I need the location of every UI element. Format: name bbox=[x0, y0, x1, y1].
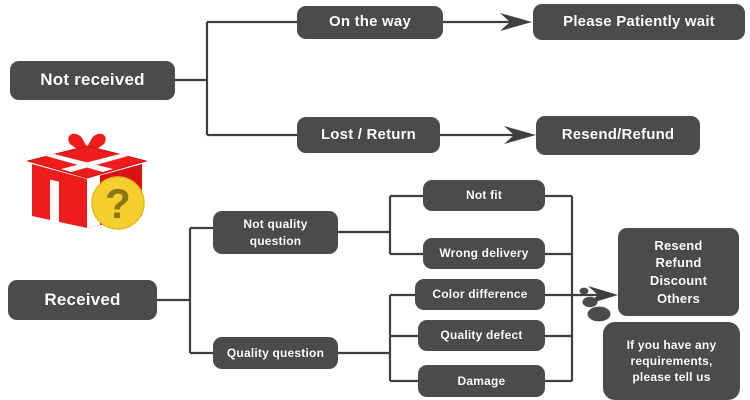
outcome-item: Others bbox=[656, 290, 701, 306]
node-damage[interactable]: Damage bbox=[418, 365, 545, 397]
gift-box-question-icon: ? bbox=[26, 133, 148, 230]
node-on-the-way[interactable]: On the way bbox=[297, 6, 443, 39]
node-label: Color difference bbox=[432, 287, 528, 302]
bubble-line: requirements, bbox=[630, 353, 713, 368]
node-label: Wrong delivery bbox=[439, 246, 529, 261]
node-label: Damage bbox=[457, 373, 506, 388]
outcome-item: Refund bbox=[655, 255, 702, 271]
node-wrong-delivery[interactable]: Wrong delivery bbox=[423, 238, 545, 269]
node-lost-return[interactable]: Lost / Return bbox=[297, 117, 440, 153]
node-received[interactable]: Received bbox=[8, 280, 157, 320]
node-label: Quality question bbox=[226, 345, 325, 360]
node-please-patiently-wait[interactable]: Please Patiently wait bbox=[533, 4, 745, 40]
svg-text:?: ? bbox=[105, 180, 131, 227]
node-label: Not received bbox=[40, 70, 145, 90]
node-quality-question[interactable]: Quality question bbox=[213, 337, 338, 369]
bubble-line: If you have any bbox=[626, 337, 717, 352]
outcome-item: Resend bbox=[654, 237, 703, 253]
arrow-on-the-way-to-wait bbox=[443, 13, 532, 31]
arrow-into-outcomes bbox=[588, 286, 618, 304]
speech-bubble-tail bbox=[579, 287, 611, 322]
node-label: Quality defect bbox=[440, 328, 523, 343]
question-badge: ? bbox=[91, 176, 145, 230]
node-not-fit[interactable]: Not fit bbox=[423, 180, 545, 211]
node-not-quality-question[interactable]: Not quality question bbox=[213, 211, 338, 254]
node-not-received[interactable]: Not received bbox=[10, 61, 175, 100]
arrow-lost-return-to-resend bbox=[440, 126, 536, 144]
node-label: On the way bbox=[328, 13, 412, 31]
node-label-line1: Not quality bbox=[243, 217, 308, 232]
node-label: Lost / Return bbox=[320, 125, 417, 143]
node-quality-defect[interactable]: Quality defect bbox=[418, 320, 545, 351]
bubble-line: please tell us bbox=[632, 370, 711, 385]
node-resend-refund[interactable]: Resend/Refund bbox=[536, 116, 700, 155]
node-outcomes[interactable]: Resend Refund Discount Others bbox=[618, 228, 739, 316]
node-requirements-bubble[interactable]: If you have any requirements, please tel… bbox=[603, 322, 740, 400]
node-color-difference[interactable]: Color difference bbox=[415, 279, 545, 310]
node-label: Please Patiently wait bbox=[563, 12, 715, 30]
node-label: Resend/Refund bbox=[561, 126, 675, 144]
node-label: Not fit bbox=[465, 188, 503, 203]
gift-lid bbox=[26, 145, 148, 179]
gift-bow bbox=[68, 133, 106, 149]
node-label: Received bbox=[44, 289, 121, 309]
node-label-line2: question bbox=[249, 233, 302, 248]
outcome-item: Discount bbox=[649, 273, 708, 288]
